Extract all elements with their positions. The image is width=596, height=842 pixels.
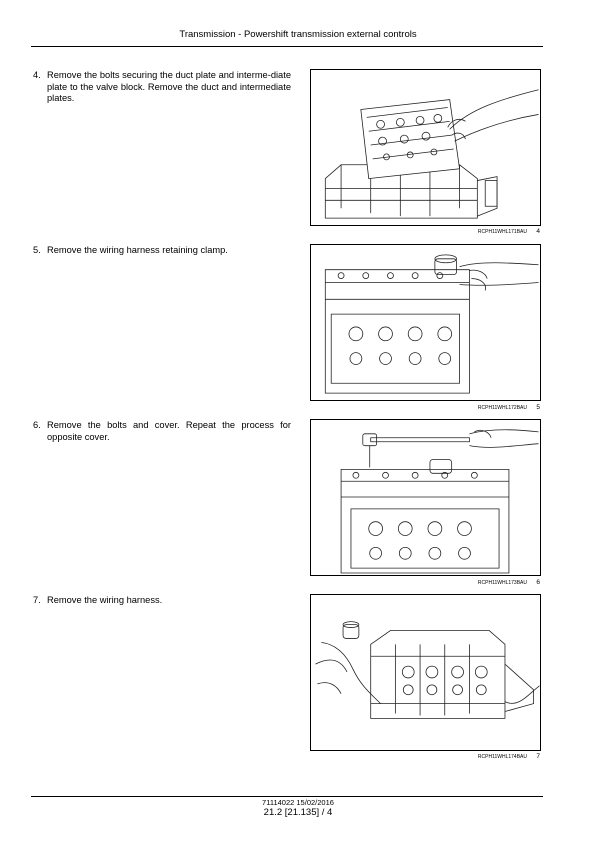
- page-footer: 71114022 15/02/2016 21.2 [21.135] / 4: [0, 798, 596, 818]
- figure-reference: RCPH11WHL173BAU: [477, 580, 527, 586]
- figure-number: 5: [536, 404, 540, 411]
- figure-4-caption: RCPH11WHL171BAU 4: [310, 228, 541, 235]
- figure-reference: RCPH11WHL174BAU: [477, 754, 527, 760]
- figure-7-caption: RCPH11WHL174BAU 7: [310, 753, 541, 760]
- step-text: Remove the bolts and cover. Repeat the p…: [47, 420, 291, 442]
- step-number: 6.: [33, 420, 41, 430]
- step-6: 6. Remove the bolts and cover. Repeat th…: [33, 420, 291, 443]
- header-rule: [31, 46, 543, 47]
- step-number: 4.: [33, 70, 41, 80]
- figure-5-illustration: [310, 244, 541, 401]
- step-number: 5.: [33, 245, 41, 255]
- step-number: 7.: [33, 595, 41, 605]
- step-text: Remove the wiring harness.: [47, 595, 163, 605]
- figure-number: 4: [536, 228, 540, 235]
- figure-4-illustration: [310, 69, 541, 226]
- figure-reference: RCPH11WHL171BAU: [477, 229, 527, 235]
- figure-5-caption: RCPH11WHL172BAU 5: [310, 404, 541, 411]
- footer-rule: [31, 796, 543, 797]
- figure-number: 6: [536, 579, 540, 586]
- step-text: Remove the wiring harness retaining clam…: [47, 245, 228, 255]
- step-text: Remove the bolts securing the duct plate…: [47, 70, 291, 104]
- figure-reference: RCPH11WHL172BAU: [477, 405, 527, 411]
- figure-number: 7: [536, 753, 540, 760]
- page-number: 21.2 [21.135] / 4: [263, 807, 333, 818]
- figure-7-illustration: [310, 594, 541, 751]
- step-7: 7. Remove the wiring harness.: [33, 595, 291, 607]
- figure-6-illustration: [310, 419, 541, 576]
- figure-6-caption: RCPH11WHL173BAU 6: [310, 579, 541, 586]
- page-header: Transmission - Powershift transmission e…: [179, 29, 417, 40]
- step-5: 5. Remove the wiring harness retaining c…: [33, 245, 291, 257]
- document-reference: 71114022 15/02/2016: [262, 798, 334, 807]
- step-4: 4. Remove the bolts securing the duct pl…: [33, 70, 291, 105]
